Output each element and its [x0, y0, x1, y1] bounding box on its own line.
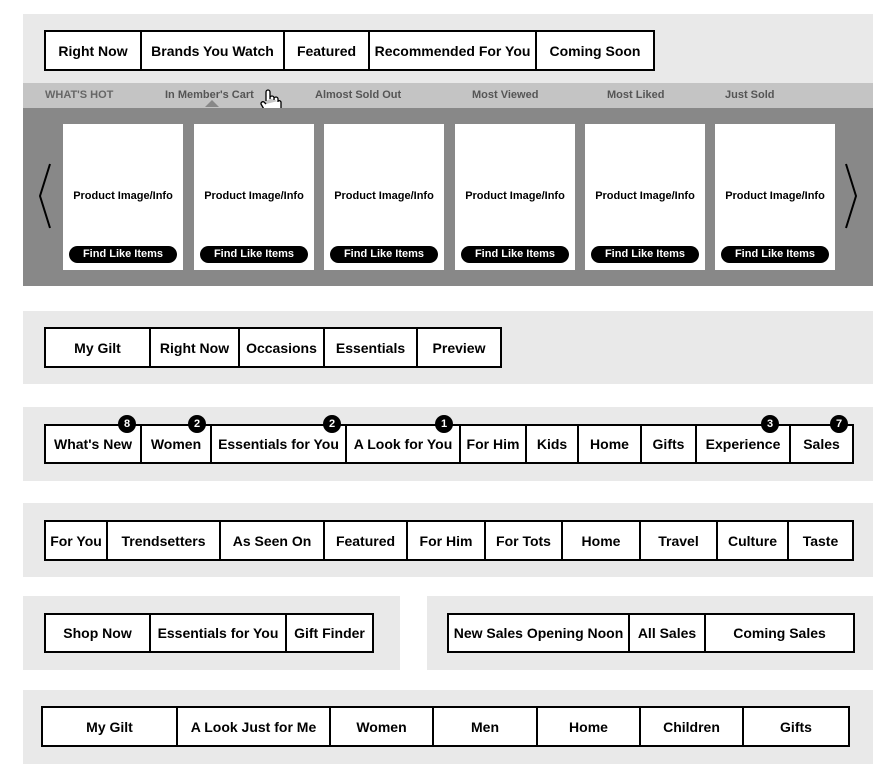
tab-my-gilt[interactable]: My Gilt — [43, 708, 178, 745]
tab-for-him[interactable]: For Him — [408, 522, 486, 559]
tab-travel[interactable]: Travel — [641, 522, 718, 559]
tab-shop-now[interactable]: Shop Now — [46, 615, 151, 651]
tab-right-now[interactable]: Right Now — [151, 329, 240, 366]
count-badge: 2 — [323, 415, 341, 433]
tab-kids[interactable]: Kids — [527, 426, 579, 462]
tab-featured[interactable]: Featured — [285, 32, 370, 69]
tab-label: What's New — [53, 436, 132, 452]
find-like-items-button[interactable]: Find Like Items — [69, 246, 177, 263]
nav-bar-7: My Gilt A Look Just for Me Women Men Hom… — [41, 706, 850, 747]
tab-essentials-for-you[interactable]: Essentials for You 2 — [212, 415, 347, 462]
tab-a-look-just-for-me[interactable]: A Look Just for Me — [178, 708, 331, 745]
tab-for-you[interactable]: For You — [46, 522, 108, 559]
tab-essentials-for-you[interactable]: Essentials for You — [151, 615, 287, 651]
tab-home[interactable]: Home — [538, 708, 641, 745]
tab-women[interactable]: Women 2 — [142, 415, 212, 462]
product-card[interactable]: Product Image/Info Find Like Items — [194, 124, 314, 270]
tab-whats-new[interactable]: What's New 8 — [46, 415, 142, 462]
product-info: Product Image/Info — [465, 190, 565, 202]
find-like-items-button[interactable]: Find Like Items — [200, 246, 308, 263]
tab-label: Experience — [705, 436, 781, 452]
tab-essentials[interactable]: Essentials — [325, 329, 418, 366]
strip-item-most-viewed[interactable]: Most Viewed — [472, 89, 539, 101]
strip-item-most-liked[interactable]: Most Liked — [607, 89, 665, 101]
active-pointer — [205, 100, 219, 107]
find-like-items-button[interactable]: Find Like Items — [721, 246, 829, 263]
tab-children[interactable]: Children — [641, 708, 744, 745]
count-badge: 8 — [118, 415, 136, 433]
tab-gifts[interactable]: Gifts — [780, 718, 812, 735]
tab-a-look-for-you[interactable]: A Look for You 1 — [347, 415, 461, 462]
top-nav-bar: Right Now Brands You Watch Featured Reco… — [44, 30, 655, 71]
tab-gifts[interactable]: Gifts — [642, 426, 697, 462]
tab-coming-soon[interactable]: Coming Soon — [549, 42, 641, 59]
tab-men[interactable]: Men — [434, 708, 538, 745]
product-carousel: Product Image/Info Find Like Items Produ… — [23, 108, 873, 286]
product-card[interactable]: Product Image/Info Find Like Items — [585, 124, 705, 270]
tab-home[interactable]: Home — [579, 426, 642, 462]
product-info: Product Image/Info — [73, 190, 173, 202]
tab-trendsetters[interactable]: Trendsetters — [108, 522, 221, 559]
tab-occasions[interactable]: Occasions — [240, 329, 325, 366]
tab-for-tots[interactable]: For Tots — [486, 522, 563, 559]
tab-right-now[interactable]: Right Now — [46, 32, 142, 69]
tab-new-sales-opening-noon[interactable]: New Sales Opening Noon — [449, 615, 630, 651]
nav-bar-2: My Gilt Right Now Occasions Essentials P… — [44, 327, 502, 368]
tab-for-him[interactable]: For Him — [461, 426, 527, 462]
find-like-items-button[interactable]: Find Like Items — [330, 246, 438, 263]
chevron-left-icon[interactable] — [37, 162, 53, 230]
tab-taste[interactable]: Taste — [802, 532, 839, 549]
tab-label: Essentials for You — [218, 436, 339, 452]
tab-brands-you-watch[interactable]: Brands You Watch — [142, 32, 285, 69]
tab-featured[interactable]: Featured — [325, 522, 408, 559]
nav-bar-5: Shop Now Essentials for You Gift Finder — [44, 613, 374, 653]
tab-label: Sales — [803, 436, 840, 452]
tab-as-seen-on[interactable]: As Seen On — [221, 522, 325, 559]
product-info: Product Image/Info — [334, 190, 434, 202]
strip-item-just-sold[interactable]: Just Sold — [725, 89, 775, 101]
nav-bar-3: What's New 8 Women 2 Essentials for You … — [44, 415, 854, 464]
product-card[interactable]: Product Image/Info Find Like Items — [324, 124, 444, 270]
count-badge: 1 — [435, 415, 453, 433]
tab-home[interactable]: Home — [563, 522, 641, 559]
tab-sales[interactable]: Sales 7 — [791, 415, 852, 462]
product-info: Product Image/Info — [725, 190, 825, 202]
product-info: Product Image/Info — [595, 190, 695, 202]
strip-item-whats-hot: WHAT'S HOT — [45, 89, 114, 101]
nav-bar-4: For You Trendsetters As Seen On Featured… — [44, 520, 854, 561]
count-badge: 2 — [188, 415, 206, 433]
tab-label: Women — [150, 436, 202, 452]
chevron-right-icon[interactable] — [843, 162, 859, 230]
find-like-items-button[interactable]: Find Like Items — [591, 246, 699, 263]
tab-gift-finder[interactable]: Gift Finder — [294, 625, 365, 641]
tab-coming-sales[interactable]: Coming Sales — [733, 625, 826, 641]
tab-my-gilt[interactable]: My Gilt — [46, 329, 151, 366]
tab-women[interactable]: Women — [331, 708, 434, 745]
tab-culture[interactable]: Culture — [718, 522, 789, 559]
strip-item-almost-sold-out[interactable]: Almost Sold Out — [315, 89, 402, 101]
tab-label: A Look for You — [353, 436, 453, 452]
product-card[interactable]: Product Image/Info Find Like Items — [715, 124, 835, 270]
find-like-items-button[interactable]: Find Like Items — [461, 246, 569, 263]
count-badge: 3 — [761, 415, 779, 433]
product-card[interactable]: Product Image/Info Find Like Items — [63, 124, 183, 270]
tab-all-sales[interactable]: All Sales — [630, 615, 706, 651]
product-card[interactable]: Product Image/Info Find Like Items — [455, 124, 575, 270]
count-badge: 7 — [830, 415, 848, 433]
product-info: Product Image/Info — [204, 190, 304, 202]
sub-nav-strip: WHAT'S HOT In Member's Cart Almost Sold … — [23, 83, 873, 108]
tab-preview[interactable]: Preview — [432, 339, 486, 356]
tab-recommended-for-you[interactable]: Recommended For You — [370, 32, 537, 69]
nav-bar-6: New Sales Opening Noon All Sales Coming … — [447, 613, 855, 653]
strip-item-in-members-cart[interactable]: In Member's Cart — [165, 89, 254, 101]
tab-experience[interactable]: Experience 3 — [697, 415, 791, 462]
